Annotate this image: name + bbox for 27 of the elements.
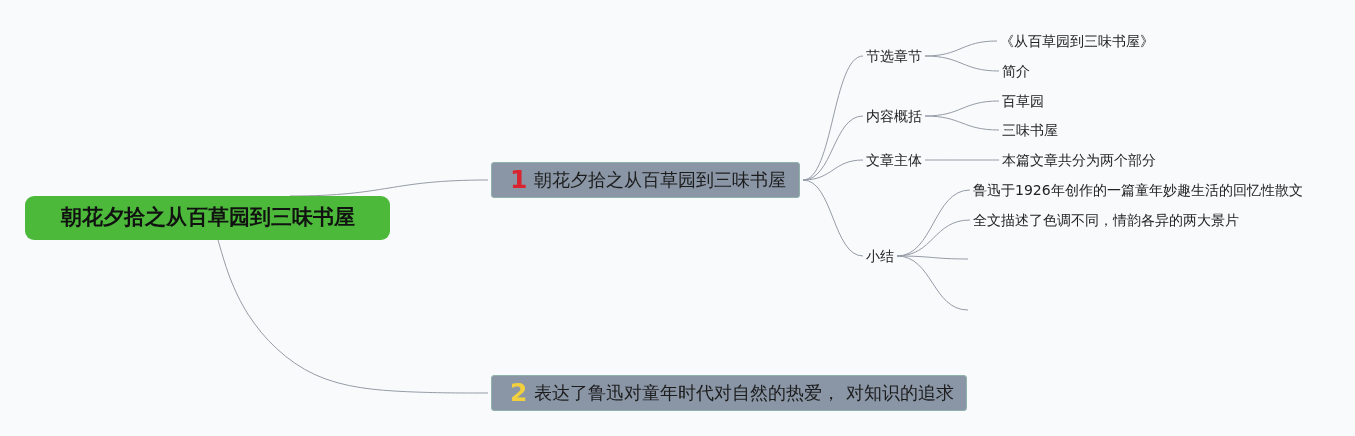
- main-topic-box: [491, 162, 800, 198]
- subtopic-label: 本篇文章共分为两个部分: [1002, 151, 1156, 169]
- subtopic-label: 鲁迅于1926年创作的一篇童年妙趣生活的回忆性散文: [973, 181, 1303, 199]
- subtopic-label: 简介: [1002, 62, 1030, 80]
- subtopic-label: 《从百草园到三味书屋》: [1000, 32, 1154, 50]
- subtopic-label: 节选章节: [866, 47, 922, 65]
- subtopic-label: 三味书屋: [1002, 121, 1058, 139]
- connector-line: [289, 179, 489, 197]
- priority-number: 2: [510, 379, 528, 407]
- connector-line: [896, 255, 969, 311]
- subtopic-label: 百草园: [1002, 92, 1044, 110]
- subtopic-label: 小结: [866, 247, 894, 265]
- topic-label: 朝花夕拾之从百草园到三味书屋: [534, 169, 787, 191]
- subtopic-label: 内容概括: [866, 107, 922, 125]
- connector-line: [217, 239, 489, 394]
- topic-label: 表达了鲁迅对童年时代对自然的热爱， 对知识的追求: [534, 382, 955, 404]
- connector-line: [896, 255, 969, 260]
- connector-line: [924, 55, 1000, 72]
- subtopic-label: 文章主体: [866, 151, 922, 169]
- connector-line: [924, 115, 1000, 131]
- connector-line: [802, 159, 864, 181]
- main-topic-box: [491, 375, 967, 411]
- priority-number: 1: [510, 166, 528, 194]
- central-topic: 朝花夕拾之从百草园到三味书屋: [25, 196, 390, 240]
- connector-line: [924, 159, 1000, 161]
- connector-line: [802, 179, 864, 257]
- subtopic-label: 全文描述了色调不同，情韵各异的两大景片: [973, 211, 1239, 229]
